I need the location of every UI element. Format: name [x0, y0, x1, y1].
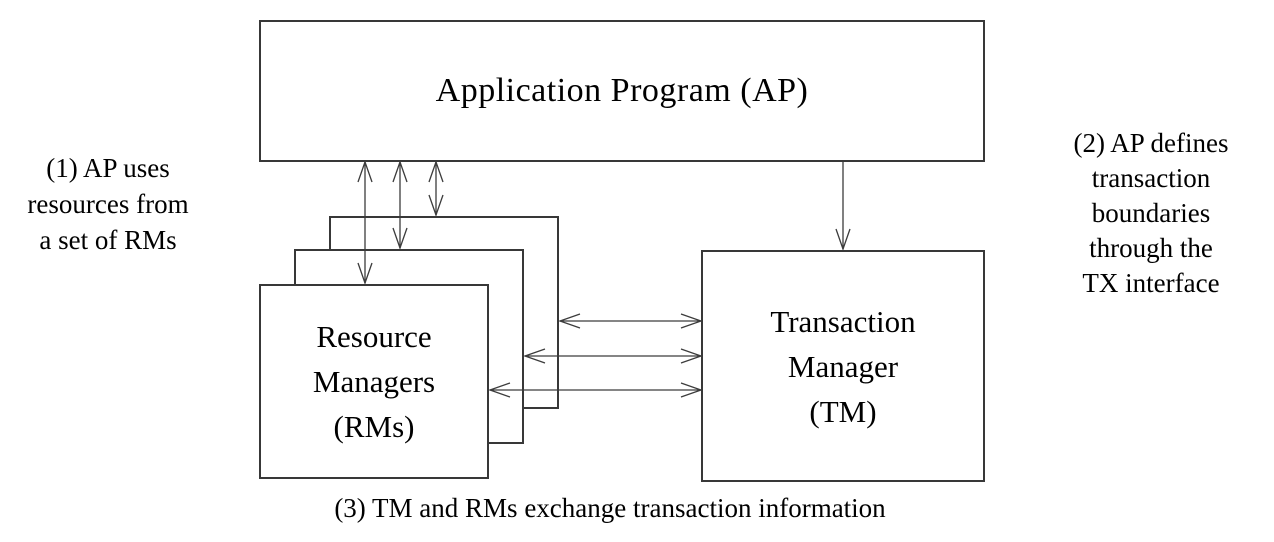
- rm-box-front: Resource Managers (RMs): [259, 284, 489, 479]
- note1-line1: (1) AP uses: [46, 153, 170, 183]
- note2-line1: (2) AP defines: [1073, 128, 1229, 158]
- note1-line3: a set of RMs: [39, 225, 177, 255]
- note-tm-rm-exchange: (3) TM and RMs exchange transaction info…: [240, 490, 980, 526]
- note2-line5: TX interface: [1082, 268, 1220, 298]
- note3-line1: (3) TM and RMs exchange transaction info…: [334, 493, 886, 523]
- note1-line2: resources from: [27, 189, 189, 219]
- arrow-rm-back-tm: [558, 313, 703, 329]
- tm-box: Transaction Manager (TM): [701, 250, 985, 482]
- note-ap-uses-rms: (1) AP uses resources from a set of RMs: [0, 150, 216, 258]
- ap-box: Application Program (AP): [259, 20, 985, 162]
- arrow-ap-rm-back: [428, 160, 444, 217]
- rm-label-line2: Managers: [312, 364, 436, 399]
- tm-label-line2: Manager: [787, 348, 899, 384]
- tm-label-line3: (TM): [809, 393, 877, 429]
- tm-label-line1: Transaction: [770, 303, 916, 339]
- ap-label: Application Program (AP): [435, 72, 809, 109]
- rm-label-line1: Resource: [316, 319, 432, 354]
- note-ap-defines-boundaries: (2) AP defines transaction boundaries th…: [1046, 126, 1256, 301]
- note2-line3: boundaries: [1091, 198, 1211, 228]
- rm-label-line3: (RMs): [333, 409, 415, 444]
- arrow-ap-tm: [835, 162, 851, 251]
- note2-line2: transaction: [1091, 163, 1211, 193]
- note2-line4: through the: [1089, 233, 1213, 263]
